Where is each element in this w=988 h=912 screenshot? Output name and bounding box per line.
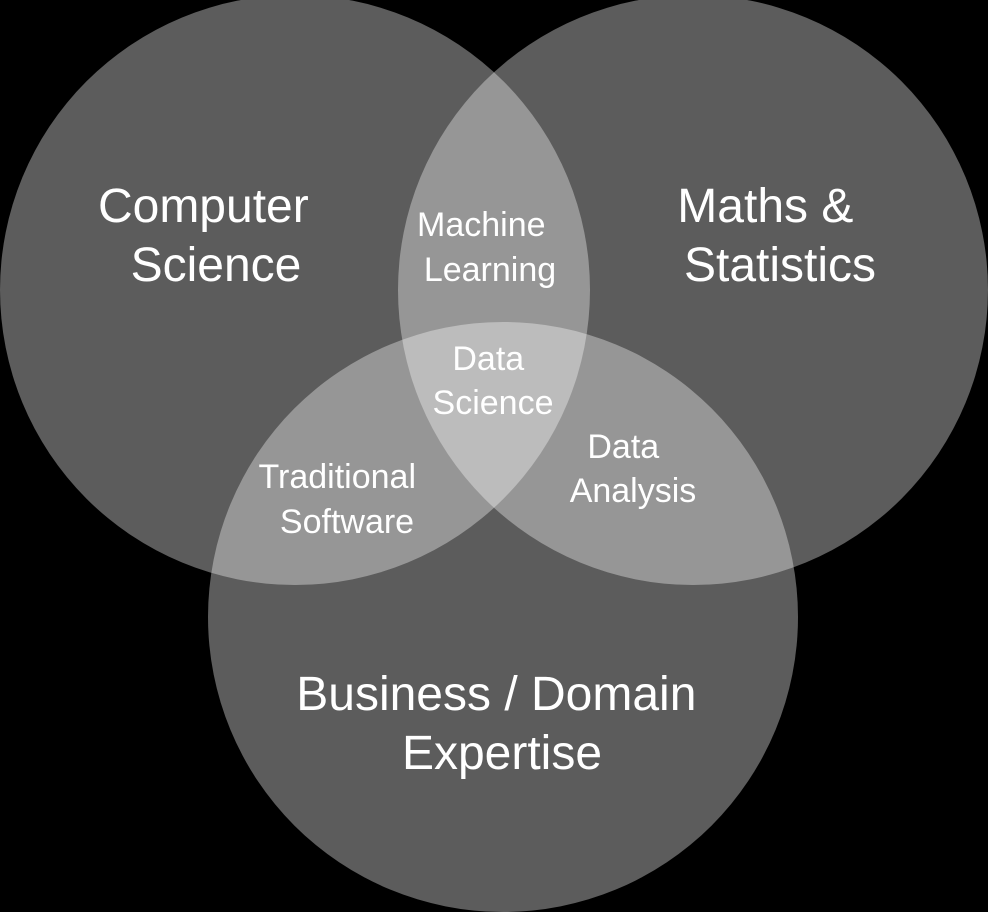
data-science-label: Data Science [433, 340, 554, 422]
business-domain-label: Business / Domain Expertise [296, 668, 710, 780]
computer-science-circle [0, 0, 590, 585]
data-analysis-label: Data Analysis [570, 428, 697, 510]
traditional-software-label: Traditional Software [259, 458, 426, 541]
machine-learning-label: Machine Learning [417, 206, 556, 289]
computer-science-label: Computer Science [98, 180, 322, 292]
maths-statistics-label: Maths & Statistics [677, 180, 876, 292]
maths-statistics-circle [398, 0, 988, 585]
business-domain-circle [208, 322, 798, 912]
